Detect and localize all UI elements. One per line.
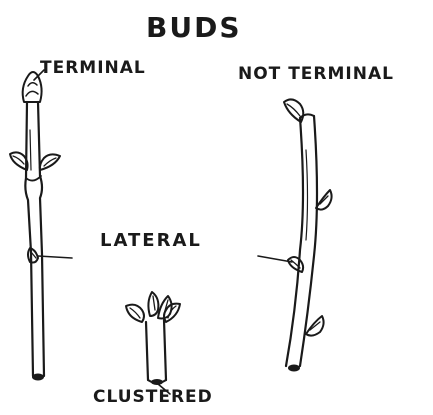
lateral-bud-left-twig — [28, 248, 38, 263]
not-terminal-twig — [258, 99, 332, 371]
lateral-bud-middle — [288, 257, 303, 272]
bud-cluster — [126, 292, 180, 322]
lateral-bud-upper — [316, 190, 332, 210]
side-bud-left — [10, 152, 28, 170]
terminal-twig — [10, 70, 72, 381]
side-bud-right — [40, 154, 60, 170]
terminal-bud — [23, 72, 42, 102]
lateral-bud-lower — [306, 316, 324, 336]
clustered-twig — [126, 292, 180, 394]
